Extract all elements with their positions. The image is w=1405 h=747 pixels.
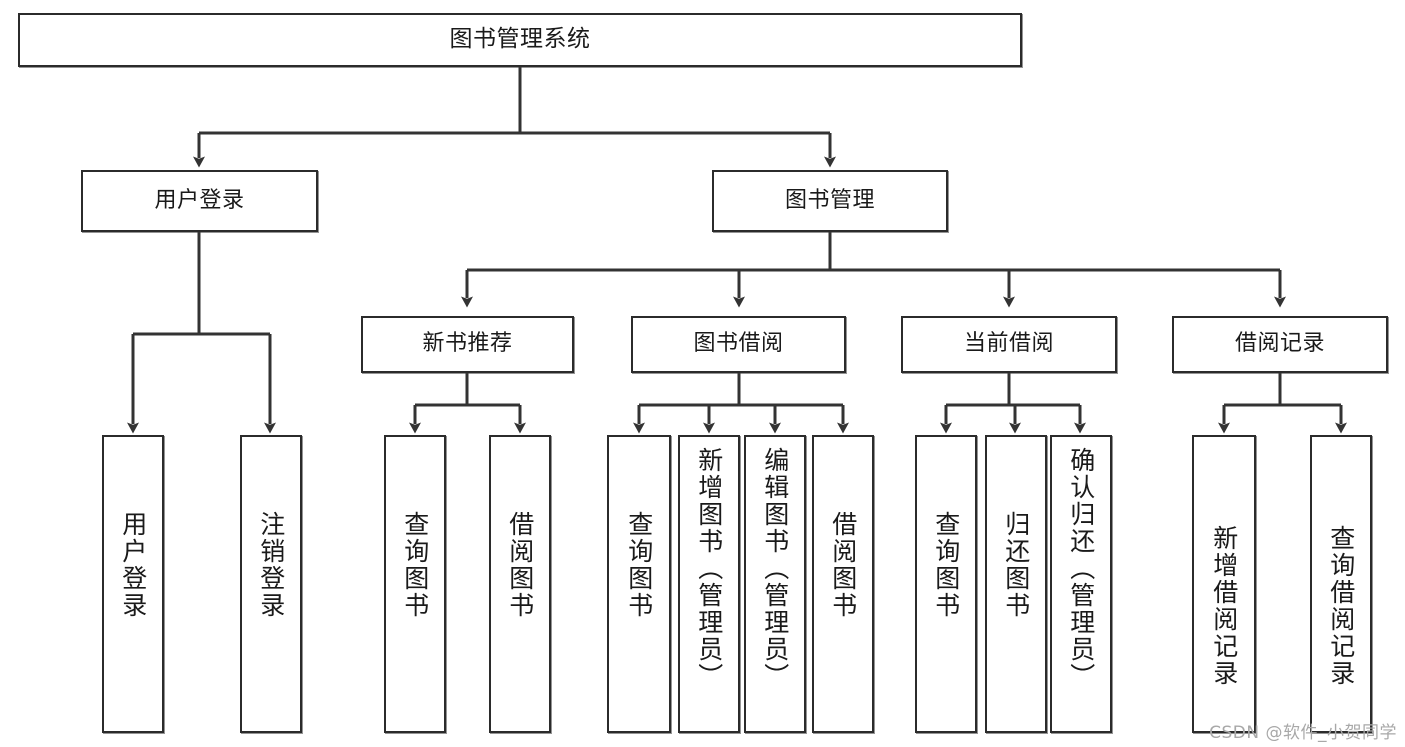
leaf-current-search-book[interactable]: 查询图书 <box>915 435 977 733</box>
node-label: 编辑图书（管理员） <box>760 447 790 690</box>
node-book-management[interactable]: 图书管理 <box>712 170 948 232</box>
node-label: 图书管理 <box>784 187 875 213</box>
node-borrow-record[interactable]: 借阅记录 <box>1172 316 1388 373</box>
leaf-borrow-search-book[interactable]: 查询图书 <box>607 435 671 733</box>
leaf-user-login-login[interactable]: 用户登录 <box>102 435 164 733</box>
node-book-borrow[interactable]: 图书借阅 <box>631 316 846 373</box>
node-label: 借阅图书 <box>828 511 858 619</box>
node-user-login[interactable]: 用户登录 <box>81 170 318 232</box>
node-label: 查询图书 <box>931 511 961 619</box>
node-label: 注销登录 <box>256 511 286 619</box>
node-label: 查询图书 <box>624 511 654 619</box>
leaf-new-book-borrow[interactable]: 借阅图书 <box>489 435 551 733</box>
node-label: 图书借阅 <box>693 331 784 357</box>
watermark-text: CSDN @软件_小贺同学 <box>1209 723 1397 743</box>
node-label: 归还图书 <box>1001 511 1031 619</box>
node-root-system[interactable]: 图书管理系统 <box>18 13 1022 67</box>
node-label: 图书管理系统 <box>449 26 591 53</box>
node-current-borrow[interactable]: 当前借阅 <box>901 316 1117 373</box>
leaf-current-return-book[interactable]: 归还图书 <box>985 435 1047 733</box>
node-label: 查询图书 <box>400 511 430 619</box>
node-label: 新增图书（管理员） <box>694 447 724 690</box>
leaf-borrow-add-book-admin[interactable]: 新增图书（管理员） <box>678 435 740 733</box>
node-label: 借阅记录 <box>1234 331 1325 357</box>
node-label: 用户登录 <box>154 187 245 213</box>
leaf-record-add-record[interactable]: 新增借阅记录 <box>1192 435 1256 733</box>
leaf-new-book-search[interactable]: 查询图书 <box>384 435 446 733</box>
node-label: 确认归还（管理员） <box>1066 447 1096 690</box>
leaf-user-login-logout[interactable]: 注销登录 <box>240 435 302 733</box>
node-label: 当前借阅 <box>963 331 1054 357</box>
leaf-borrow-edit-book-admin[interactable]: 编辑图书（管理员） <box>744 435 806 733</box>
leaf-record-search-record[interactable]: 查询借阅记录 <box>1310 435 1372 733</box>
leaf-current-confirm-return-admin[interactable]: 确认归还（管理员） <box>1050 435 1112 733</box>
node-label: 新增借阅记录 <box>1209 525 1239 687</box>
node-label: 用户登录 <box>118 511 148 619</box>
leaf-borrow-borrow-book[interactable]: 借阅图书 <box>812 435 874 733</box>
node-label: 查询借阅记录 <box>1326 525 1356 687</box>
node-new-book-recommend[interactable]: 新书推荐 <box>361 316 574 373</box>
node-label: 借阅图书 <box>505 511 535 619</box>
node-label: 新书推荐 <box>422 331 513 357</box>
